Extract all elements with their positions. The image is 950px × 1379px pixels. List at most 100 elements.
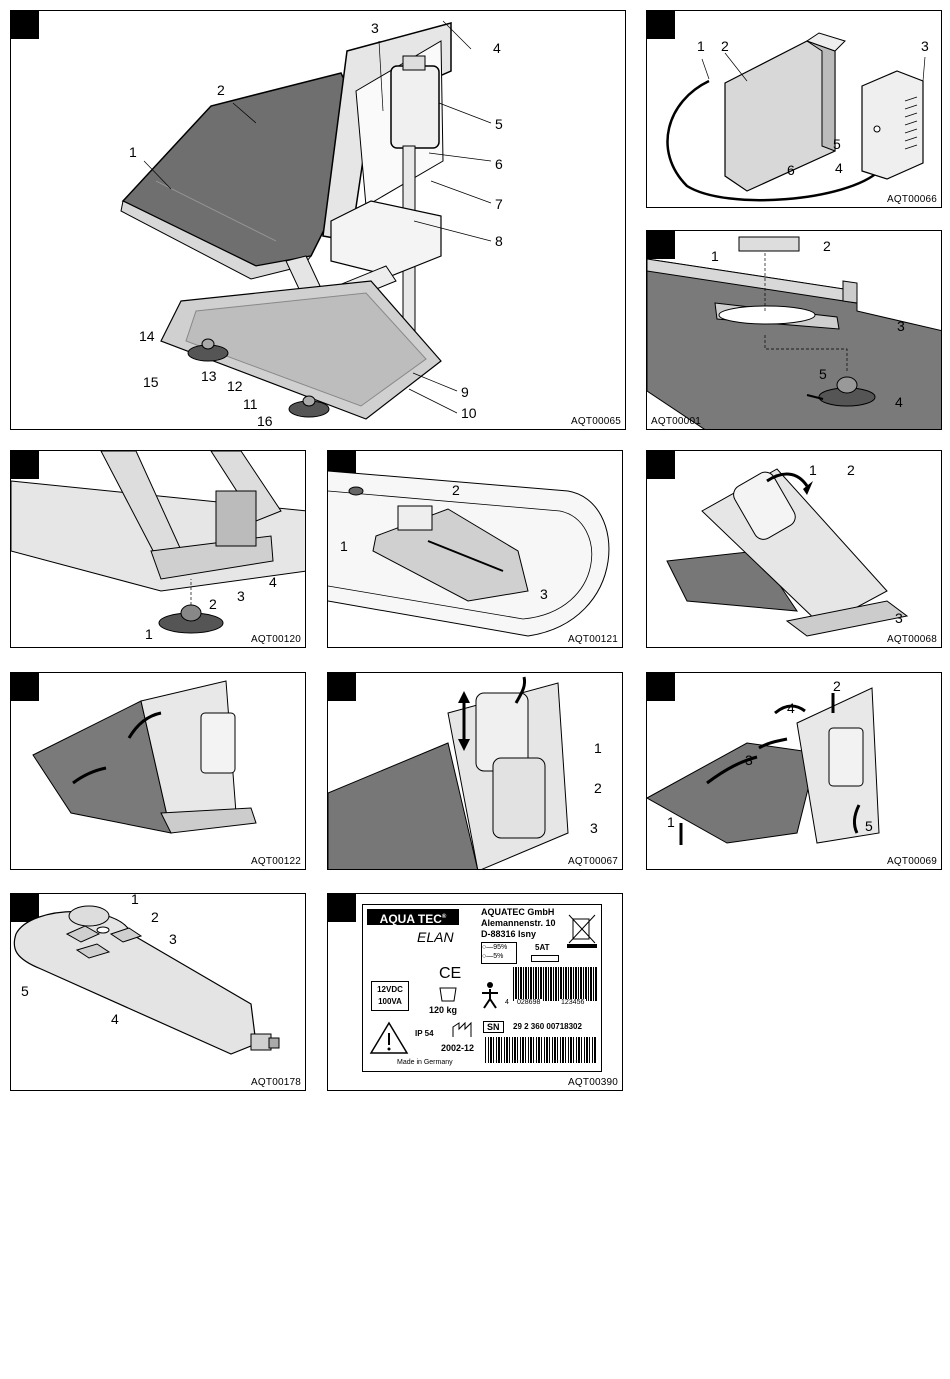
figure-code: AQT00001 <box>651 416 701 427</box>
suction-cup-drawing <box>647 236 941 429</box>
person-icon <box>482 982 498 1009</box>
callout-6: 6 <box>495 156 503 172</box>
figure-code: AQT00122 <box>251 856 301 867</box>
serial-number: 29 2 360 00718302 <box>513 1022 582 1031</box>
callout-2: 2 <box>217 82 225 98</box>
callout-9: 9 <box>461 384 469 400</box>
callout-2: 2 <box>209 596 217 612</box>
callout-4: 4 <box>835 160 843 176</box>
callout-3: 3 <box>921 38 929 54</box>
callout-4: 4 <box>493 40 501 56</box>
folded-lift-drawing <box>666 468 909 637</box>
callout-5: 5 <box>495 116 503 132</box>
callout-3: 3 <box>897 318 905 334</box>
callout-1: 1 <box>667 814 675 830</box>
fuse-rating: 5AT <box>535 943 550 952</box>
figure-code: AQT00066 <box>887 194 937 205</box>
sn-label: SN <box>483 1021 504 1033</box>
panel-tab <box>328 673 356 701</box>
callout-2: 2 <box>594 780 602 796</box>
panel-tab <box>328 894 356 922</box>
callout-3: 3 <box>745 752 753 768</box>
panel-tab <box>11 451 39 479</box>
serial-barcode <box>485 1037 597 1063</box>
callout-3: 3 <box>169 931 177 947</box>
callout-1: 1 <box>131 893 139 907</box>
unfolding-seat-drawing <box>32 680 257 834</box>
callout-3: 3 <box>371 20 379 36</box>
model-name: ELAN <box>417 929 454 945</box>
callout-15: 15 <box>143 374 159 390</box>
figure-code: AQT00178 <box>251 1077 301 1088</box>
figure-code: AQT00068 <box>887 634 937 645</box>
ean-barcode <box>513 967 597 1001</box>
callout-2: 2 <box>847 462 855 478</box>
figure-code: AQT00120 <box>251 634 301 645</box>
panel-unfolding-seat: AQT00122 <box>10 672 306 870</box>
callout-5: 5 <box>865 818 873 834</box>
panel-tab <box>647 451 675 479</box>
brand-logo: AQUA TEC® <box>367 909 459 926</box>
max-load: 120 kg <box>429 1005 458 1015</box>
max-load-icon <box>439 987 457 1002</box>
callout-5: 5 <box>833 136 841 152</box>
figure-code: AQT00390 <box>568 1077 618 1088</box>
callout-12: 12 <box>227 378 243 394</box>
callout-14: 14 <box>139 328 155 344</box>
panel-tab <box>11 673 39 701</box>
panel-tab <box>647 231 675 259</box>
panel-battery-charger: 1 2 3 4 5 6 AQT00066 <box>646 10 942 208</box>
ce-mark: CE <box>439 965 462 982</box>
callout-1: 1 <box>809 462 817 478</box>
made-in: Made in Germany <box>397 1059 453 1066</box>
panel-lift-assembly-steps: 1 2 3 4 5 AQT00069 <box>646 672 942 870</box>
figure-code: AQT00065 <box>571 416 621 427</box>
panel-suction-cup-installation: 1 2 3 4 5 AQT00001 <box>646 230 942 430</box>
callout-3: 3 <box>590 820 598 836</box>
assembly-steps-drawing <box>647 687 880 845</box>
callout-8: 8 <box>495 233 503 249</box>
callout-11: 11 <box>243 396 258 412</box>
base-detail-drawing <box>11 451 305 634</box>
panel-tab <box>11 11 39 39</box>
callout-3: 3 <box>237 588 245 604</box>
callout-5: 5 <box>819 366 827 382</box>
electrical-rating: 12VDC 100VA <box>371 981 409 1011</box>
callout-1: 1 <box>711 248 719 264</box>
lift-in-tub-drawing <box>328 470 610 637</box>
panel-lift-in-tub: 1 2 3 AQT00121 <box>327 450 623 648</box>
figure-code: AQT00121 <box>568 634 618 645</box>
panel-folded-lift: 1 2 3 AQT00068 <box>646 450 942 648</box>
handset-removal-drawing <box>328 676 569 869</box>
callout-2: 2 <box>823 238 831 254</box>
callout-1: 1 <box>697 38 705 54</box>
panel-bath-lift-overview: 1 2 3 4 5 6 7 8 9 10 11 12 13 14 15 16 A… <box>10 10 626 430</box>
barcode-group-1: 028698 <box>515 999 543 1006</box>
ip-rating: IP 54 <box>415 1029 434 1038</box>
type-plate: AQUA TEC® ELAN AQUATEC GmbH Alemannenstr… <box>362 904 602 1072</box>
callout-6: 6 <box>787 162 795 178</box>
barcode-prefix: 4 <box>505 999 509 1006</box>
panel-tab <box>647 673 675 701</box>
callout-13: 13 <box>201 368 217 384</box>
callout-5: 5 <box>21 983 29 999</box>
panel-hand-control: 1 2 3 4 5 AQT00178 <box>10 893 306 1091</box>
fuse-icon <box>531 955 559 962</box>
humidity-range: ○—95% ○—5% <box>481 942 517 964</box>
figure-code: AQT00067 <box>568 856 618 867</box>
callout-2: 2 <box>452 482 460 498</box>
callout-2: 2 <box>721 38 729 54</box>
callout-1: 1 <box>340 538 348 554</box>
callout-4: 4 <box>269 574 277 590</box>
callout-1: 1 <box>594 740 602 756</box>
panel-type-plate: AQUA TEC® ELAN AQUATEC GmbH Alemannenstr… <box>327 893 623 1091</box>
panel-handset-removal: 1 2 3 AQT00067 <box>327 672 623 870</box>
panel-base-suction-detail: 1 2 3 4 AQT00120 <box>10 450 306 648</box>
company-city: D-88316 Isny <box>481 929 537 939</box>
callout-10: 10 <box>461 405 477 421</box>
callout-4: 4 <box>111 1011 119 1027</box>
callout-7: 7 <box>495 196 503 212</box>
battery-charger-drawing <box>666 32 926 202</box>
company-street: Alemannenstr. 10 <box>481 918 556 928</box>
callout-3: 3 <box>895 610 903 626</box>
